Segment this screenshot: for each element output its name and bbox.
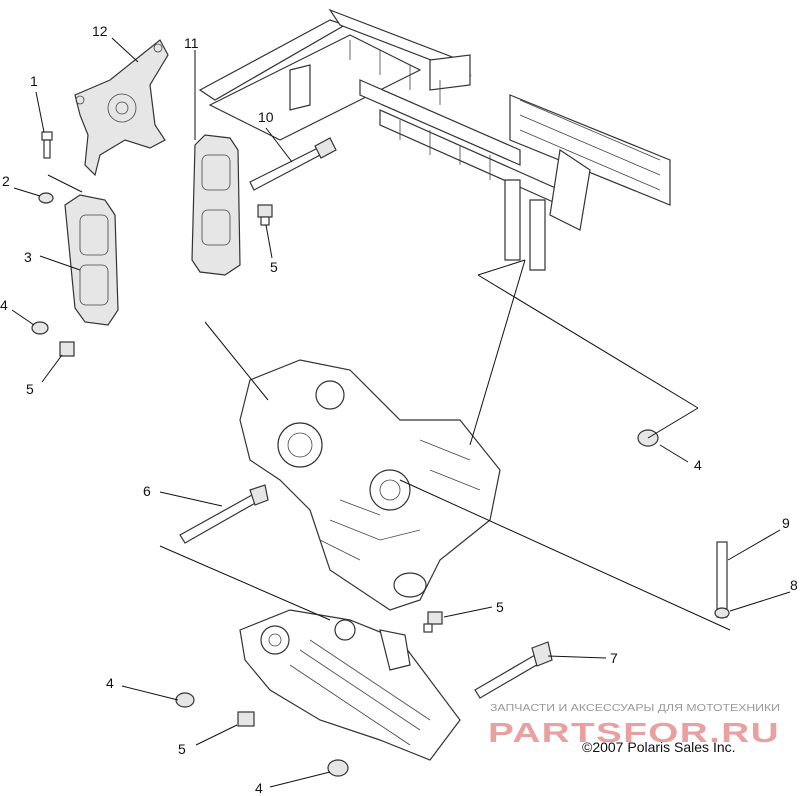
engine-assembly (239, 359, 501, 611)
callout-5: 5 (26, 381, 34, 397)
copyright-notice: ©2007 Polaris Sales Inc. (582, 739, 736, 755)
callout-labels: 1 2 3 4 5 12 11 10 5 4 6 9 8 5 7 4 5 4 (0, 23, 798, 796)
part-10-bolt (249, 137, 337, 191)
callout-7: 7 (610, 650, 618, 666)
part-12-bracket (74, 39, 169, 177)
fastener-5-left (59, 341, 75, 357)
leader-lines (11, 37, 791, 788)
part-1-bolt (41, 131, 53, 159)
watermark-tagline: ЗАПЧАСТИ И АКСЕССУАРЫ ДЛЯ МОТОТЕХНИКИ (490, 703, 780, 714)
assembly-lines (47, 174, 731, 631)
part-11-mount (191, 134, 241, 276)
callout-10: 10 (258, 109, 274, 125)
watermark-brand: PARTSFOR.RU (488, 717, 780, 748)
callout-4: 4 (694, 457, 702, 473)
callout-9: 9 (782, 515, 790, 531)
part-9-pin (716, 541, 728, 618)
fastener-4-lower-left (175, 692, 195, 708)
part-8-washer (714, 607, 730, 619)
part-2-nut (38, 192, 54, 204)
callout-3: 3 (24, 249, 32, 265)
callout-4: 4 (106, 675, 114, 691)
fastener-5-lower-right (423, 611, 443, 633)
lower-mount-bracket (239, 609, 461, 761)
fastener-4-bottom (327, 759, 349, 777)
fastener-4-left (31, 321, 49, 335)
vehicle-frame (198, 8, 671, 271)
fastener-5-upper (257, 204, 273, 226)
part-3-mount (64, 194, 119, 326)
callout-11: 11 (184, 35, 199, 51)
callout-5: 5 (496, 599, 504, 615)
callout-12: 12 (92, 23, 108, 39)
callout-4: 4 (255, 780, 263, 796)
part-7-bolt (474, 641, 553, 699)
callout-5: 5 (178, 741, 186, 757)
callout-1: 1 (30, 73, 38, 89)
fastener-5-lower-left (237, 711, 255, 727)
callout-4: 4 (0, 297, 8, 313)
watermark: ЗАПЧАСТИ И АКСЕССУАРЫ ДЛЯ МОТОТЕХНИКИ PA… (488, 703, 780, 748)
callout-2: 2 (2, 173, 10, 189)
callout-6: 6 (143, 483, 151, 499)
part-6-bolt (179, 484, 269, 544)
callout-8: 8 (790, 577, 798, 593)
callout-5: 5 (270, 259, 278, 275)
